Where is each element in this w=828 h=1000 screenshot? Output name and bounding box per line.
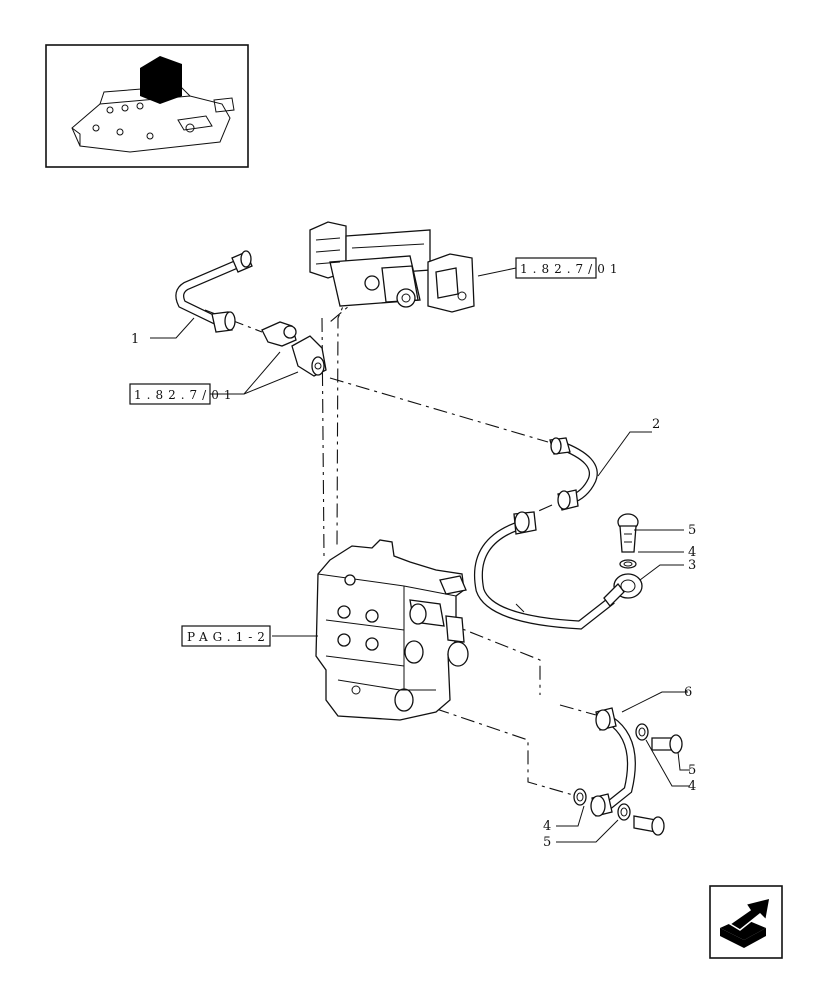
leader-lines — [150, 267, 690, 843]
banjo-fitting-group — [603, 513, 643, 607]
tractor-assembly-locator-icon — [71, 56, 235, 153]
next-page-arrow-icon[interactable] — [709, 885, 783, 959]
callout-6: 6 — [684, 685, 693, 700]
reference-label-top: 1.82.7/01 — [520, 262, 622, 276]
reference-label-left: 1.82.7/01 — [134, 388, 236, 402]
callout-5-upper: 5 — [688, 523, 697, 538]
part-2-flexible-hose — [474, 437, 615, 630]
valve-body — [315, 539, 469, 721]
callout-3: 3 — [688, 558, 697, 573]
callout-5-mid: 5 — [688, 763, 697, 778]
callout-4-mid: 4 — [688, 779, 697, 794]
callout-4-lower: 4 — [543, 819, 552, 834]
top-actuator-assembly — [309, 221, 475, 313]
reference-label-page: PAG.1-2 — [187, 630, 270, 644]
reference-box-left[interactable]: 1.82.7/01 — [129, 383, 236, 405]
part-6-bent-pipe-group — [573, 707, 683, 836]
alignment-lines — [204, 289, 597, 798]
callout-1: 1 — [131, 332, 140, 347]
part-1-rigid-pipe — [175, 250, 253, 333]
callout-2: 2 — [652, 417, 661, 432]
reference-box-page[interactable]: PAG.1-2 — [181, 625, 271, 647]
callout-labels: 1 2 3 4 5 6 5 4 4 5 — [131, 332, 697, 850]
locator-thumbnail — [45, 44, 249, 168]
reference-box-top[interactable]: 1.82.7/01 — [515, 257, 622, 279]
elbow-fittings — [261, 321, 327, 377]
callout-5-lower: 5 — [543, 835, 552, 850]
callout-4-upper: 4 — [688, 545, 697, 560]
